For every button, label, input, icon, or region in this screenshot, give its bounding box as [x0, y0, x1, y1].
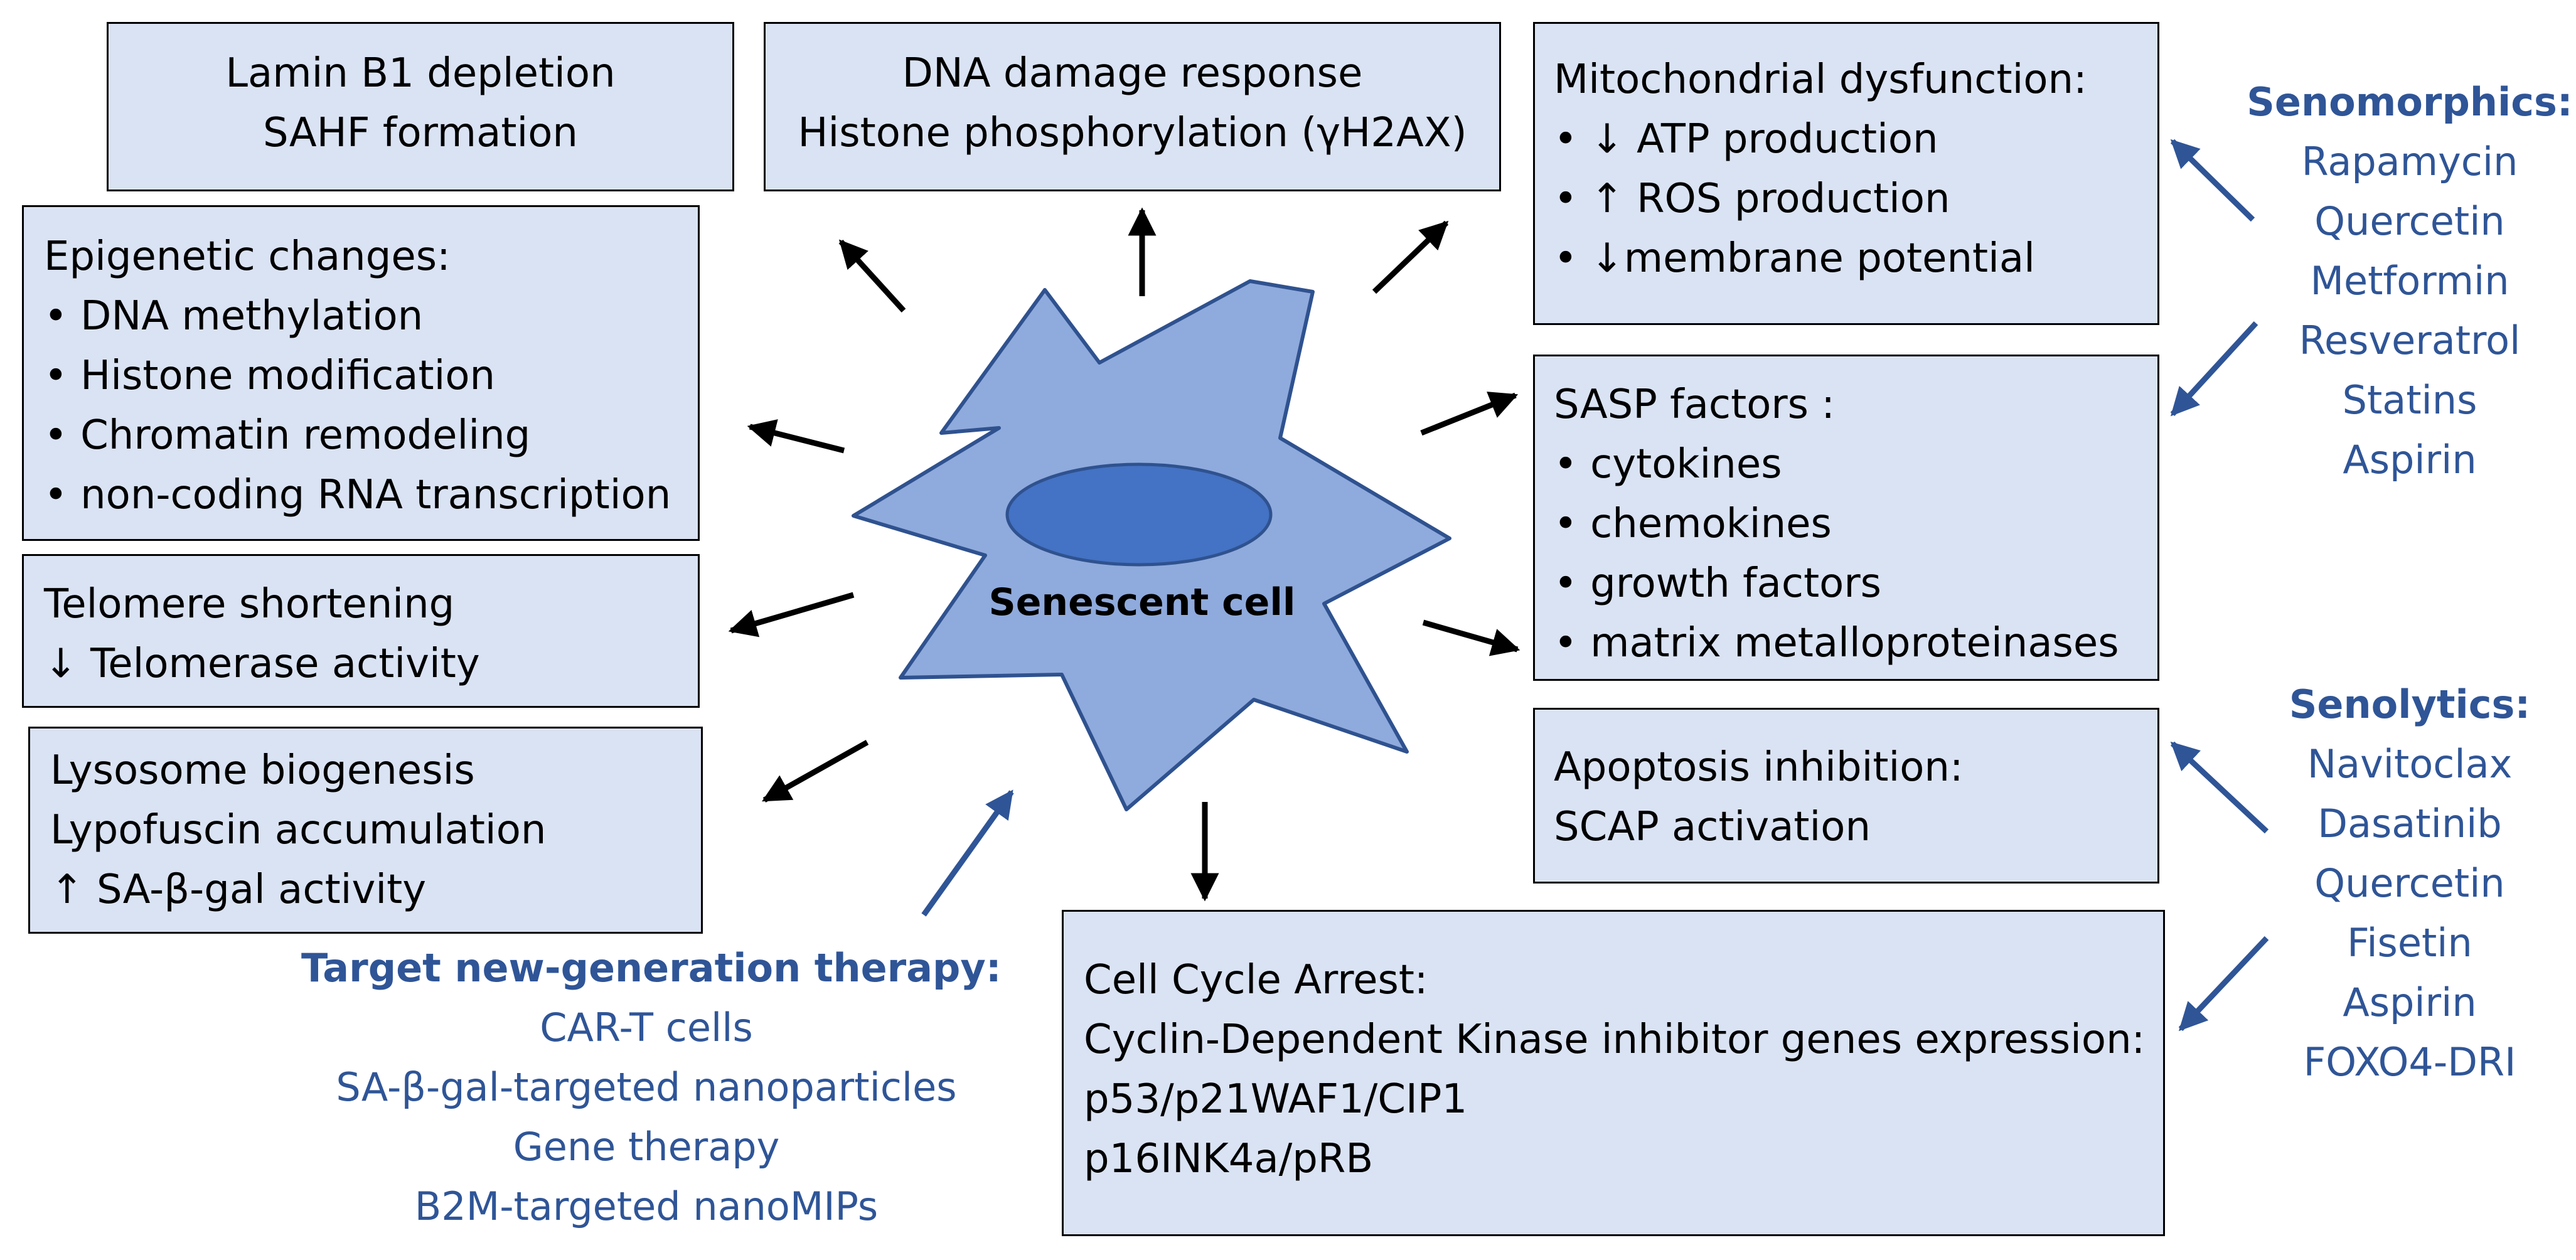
arrow-to-telo	[728, 592, 855, 638]
arrow-therapy-to-cell	[921, 789, 1014, 917]
apop-line: SCAP activation	[1554, 804, 1871, 850]
senomorphics-heading: Senomorphics:	[2247, 79, 2573, 125]
mito-item: • ↑ ROS production	[1554, 176, 1950, 222]
dna-line: Histone phosphorylation (γH2AX)	[798, 110, 1467, 156]
epi-item: • DNA methylation	[44, 293, 424, 339]
arrow-to-sasp	[1420, 392, 1519, 436]
senomorphic-item: Quercetin	[2314, 198, 2505, 244]
sasp-box: SASP factors : • cytokines • chemokines …	[1533, 355, 2159, 681]
senomorphic-item: Statins	[2342, 377, 2477, 423]
lamin-line: Lamin B1 depletion	[225, 50, 616, 97]
lyso-line: Lysosome biogenesis	[50, 747, 475, 794]
telomere-box: Telomere shortening ↓ Telomerase activit…	[22, 554, 700, 708]
senolytic-item: Fisetin	[2347, 920, 2472, 966]
senolytics-list: Senolytics: Navitoclax Dasatinib Quercet…	[2247, 675, 2573, 1092]
arrow-to-mito	[1372, 220, 1449, 294]
mito-title: Mitochondrial dysfunction:	[1554, 56, 2087, 103]
arrow-to-sasp-lower	[1422, 619, 1520, 656]
senomorphic-item: Aspirin	[2343, 437, 2477, 483]
therapy-item: Gene therapy	[513, 1124, 780, 1170]
lyso-line: Lypofuscin accumulation	[50, 807, 547, 853]
arrow-senolytics-to-apop	[2170, 741, 2269, 834]
mito-item: • ↓ ATP production	[1554, 116, 1938, 163]
cell-cycle-box: Cell Cycle Arrest: Cyclin-Dependent Kina…	[1062, 910, 2165, 1236]
lyso-line: ↑ SA-β-gal activity	[50, 867, 427, 913]
mitochondrial-box: Mitochondrial dysfunction: • ↓ ATP produ…	[1533, 22, 2159, 325]
therapy-item: CAR-T cells	[540, 1005, 753, 1050]
apop-line: Apoptosis inhibition:	[1554, 744, 1964, 791]
epi-item: • Chromatin remodeling	[44, 412, 531, 459]
senomorphics-list: Senomorphics: Rapamycin Quercetin Metfor…	[2247, 72, 2573, 489]
sasp-item: • chemokines	[1554, 501, 1832, 547]
epigenetic-box: Epigenetic changes: • DNA methylation • …	[22, 205, 700, 541]
dna-damage-box: DNA damage response Histone phosphorylat…	[764, 22, 1501, 191]
arrow-senolytics-to-cycle	[2178, 936, 2269, 1032]
senolytic-item: Navitoclax	[2307, 741, 2513, 787]
arrow-to-lamin	[838, 239, 906, 313]
arrow-senomorphics-to-sasp	[2170, 321, 2258, 417]
senomorphic-item: Metformin	[2310, 258, 2509, 304]
cycle-line: Cyclin-Dependent Kinase inhibitor genes …	[1084, 1017, 2146, 1063]
therapy-item: SA-β-gal-targeted nanoparticles	[336, 1064, 957, 1110]
sasp-item: • growth factors	[1554, 560, 1881, 607]
apoptosis-box: Apoptosis inhibition: SCAP activation	[1533, 708, 2159, 884]
epi-item: • Histone modification	[44, 353, 496, 399]
senolytics-heading: Senolytics:	[2289, 681, 2531, 727]
senomorphic-item: Rapamycin	[2301, 139, 2518, 184]
telo-line: Telomere shortening	[44, 581, 455, 627]
sasp-item: • cytokines	[1554, 441, 1782, 488]
dna-line: DNA damage response	[902, 50, 1363, 97]
arrow-to-epi	[747, 419, 845, 454]
lysosome-box: Lysosome biogenesis Lypofuscin accumulat…	[28, 727, 703, 934]
senomorphic-item: Resveratrol	[2299, 318, 2521, 363]
cell-nucleus	[1005, 462, 1273, 567]
mito-item: • ↓membrane potential	[1554, 235, 2035, 282]
lamin-line: SAHF formation	[263, 110, 578, 156]
sasp-item: • matrix metalloproteinases	[1554, 620, 2119, 666]
telo-line: ↓ Telomerase activity	[44, 641, 480, 687]
cycle-line: Cell Cycle Arrest:	[1084, 957, 1428, 1003]
therapy-item: B2M-targeted nanoMIPs	[414, 1183, 879, 1229]
sasp-title: SASP factors :	[1554, 382, 1835, 428]
senolytic-item: Quercetin	[2314, 860, 2505, 906]
cycle-line: p53/p21WAF1/CIP1	[1084, 1076, 1468, 1123]
senescent-cell-label: Senescent cell	[988, 580, 1296, 624]
senolytic-item: FOXO4-DRI	[2303, 1039, 2516, 1085]
lamin-box: Lamin B1 depletion SAHF formation	[107, 22, 734, 191]
arrow-to-lyso	[762, 740, 869, 803]
cycle-line: p16INK4a/pRB	[1084, 1136, 1374, 1182]
epi-item: • non-coding RNA transcription	[44, 472, 671, 518]
arrow-senomorphics-to-mito	[2170, 139, 2255, 222]
senolytic-item: Aspirin	[2343, 980, 2477, 1025]
senolytic-item: Dasatinib	[2317, 801, 2502, 846]
therapy-heading: Target new-generation therapy:	[301, 945, 1002, 991]
therapy-list: Target new-generation therapy: CAR-T cel…	[301, 938, 1002, 1236]
epi-title: Epigenetic changes:	[44, 233, 451, 280]
